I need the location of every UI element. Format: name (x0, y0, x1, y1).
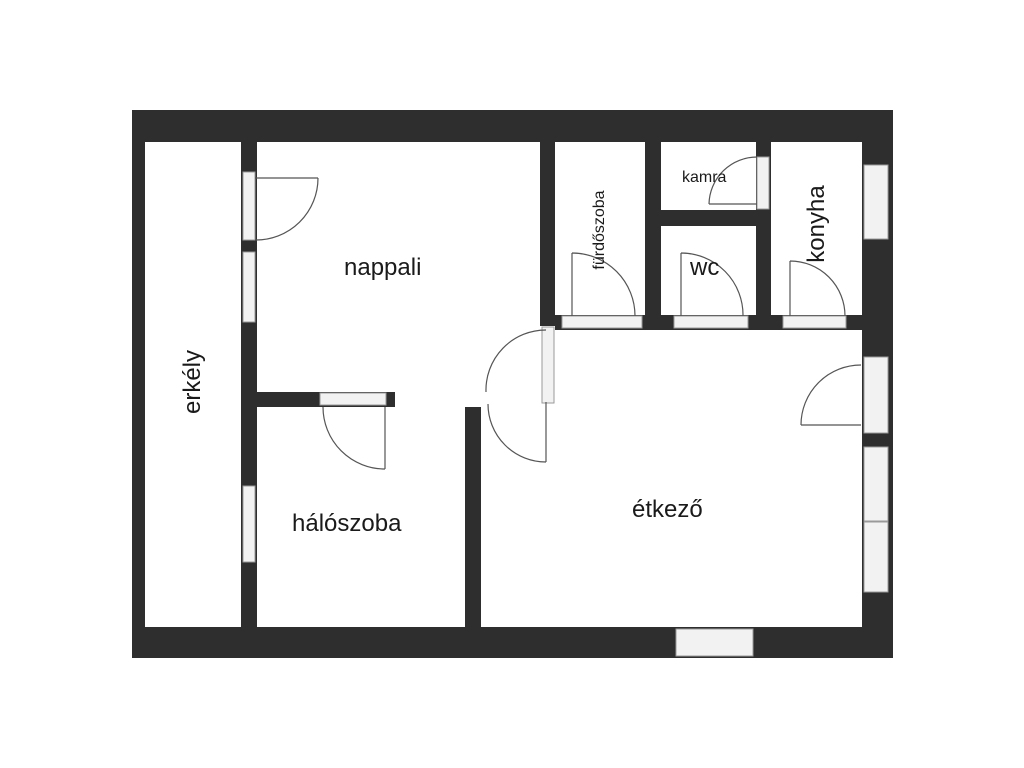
room-label-etkezo: étkező (632, 496, 703, 523)
floor-furdo (555, 142, 645, 315)
window-halo (242, 485, 256, 563)
door-nappali-balcony (254, 177, 319, 241)
floor-erkely (145, 142, 241, 627)
window-etkezo-door (541, 326, 555, 404)
floor-etkezo-ext (555, 330, 862, 410)
room-label-kamra: kamra (682, 169, 727, 186)
floors (145, 142, 862, 627)
room-label-halo: hálószoba (292, 510, 402, 537)
window-wc-door (673, 315, 749, 329)
doors (254, 156, 862, 470)
door-halo (322, 406, 386, 470)
room-label-konyha: konyha (803, 185, 830, 263)
door-etkezo-hall (485, 329, 547, 463)
window-bottom (675, 628, 754, 657)
door-furdo (571, 252, 636, 317)
floor-konyha (771, 142, 862, 315)
window-nappali-2 (242, 251, 256, 323)
window-etkezo-3 (863, 521, 889, 593)
window-kamra-door (756, 156, 770, 210)
floor-wc (661, 226, 756, 315)
window-halo-door (319, 392, 387, 406)
door-kamra (708, 156, 758, 205)
window-konyha (863, 164, 889, 240)
floor-hall (395, 392, 555, 407)
door-konyha (789, 260, 846, 317)
door-etkezo-terrace (800, 364, 862, 426)
room-label-nappali: nappali (344, 254, 422, 281)
floor-kamra (661, 142, 756, 210)
room-label-furdo: fürdőszoba (591, 190, 608, 270)
floor-halo (257, 407, 465, 627)
room-label-erkely: erkély (179, 349, 206, 415)
room-label-wc: wc (690, 254, 720, 281)
window-etkezo-1 (863, 356, 889, 434)
windows (242, 156, 889, 657)
window-nappali-1 (242, 171, 256, 241)
door-wc (680, 252, 744, 317)
window-etkezo-2 (863, 446, 889, 522)
window-konyha-door (782, 315, 847, 329)
window-furdo-door (561, 315, 643, 329)
